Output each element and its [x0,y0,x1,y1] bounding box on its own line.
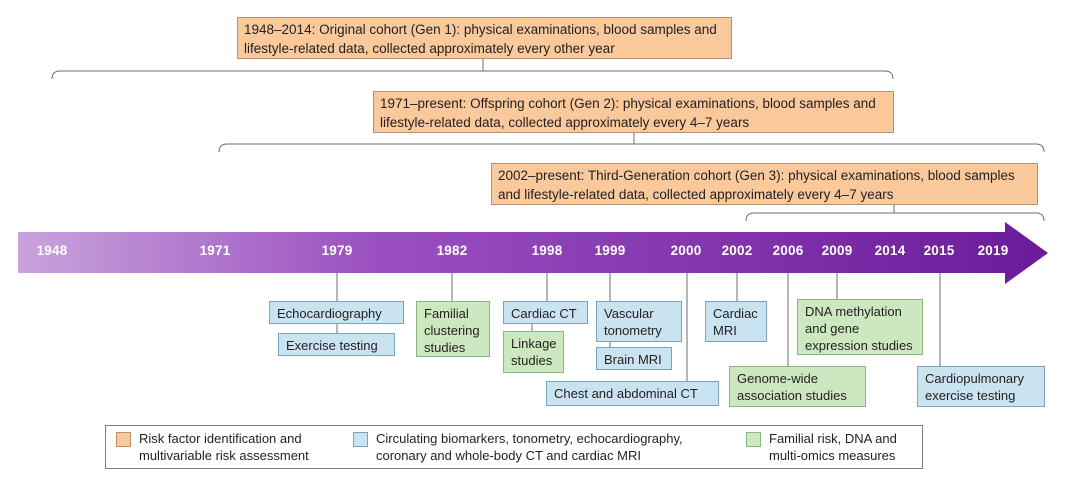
gen1-bracket [51,70,894,80]
cardiac-mri-label: Cardiac MRI [713,306,758,338]
year-1982: 1982 [436,243,468,258]
familial-clustering-label: Familial clustering studies [424,306,480,355]
legend-swatch-orange [116,432,131,447]
year-2015: 2015 [923,243,955,258]
year-2009: 2009 [821,243,853,258]
chest-abdominal-ct-label: Chest and abdominal CT [554,386,698,401]
cardiac-ct-label: Cardiac CT [511,306,577,321]
year-1971: 1971 [199,243,231,258]
chest-abdominal-ct-box: Chest and abdominal CT [546,381,719,406]
legend-text-blue: Circulating biomarkers, tonometry, echoc… [376,431,683,463]
vascular-tonometry-label: Vascular tonometry [604,306,662,338]
dna-methylation-box: DNA methylation and gene expression stud… [797,299,923,355]
brain-mri-label: Brain MRI [604,352,662,367]
echocardiography-label: Echocardiography [277,306,382,321]
gen1-cohort-box: 1948–2014: Original cohort (Gen 1): phys… [237,17,732,59]
linkage-studies-label: Linkage studies [511,336,557,368]
year-1948: 1948 [36,243,68,258]
year-2002: 2002 [721,243,753,258]
legend-text-green: Familial risk, DNA and multi-omics measu… [769,431,897,463]
legend-swatch-green [746,432,761,447]
linkage-studies-box: Linkage studies [503,331,564,373]
gen1-cohort-text: 1948–2014: Original cohort (Gen 1): phys… [244,22,717,56]
exercise-testing-box: Exercise testing [278,333,395,356]
legend-swatch-blue [353,432,368,447]
year-2006: 2006 [772,243,804,258]
familial-clustering-box: Familial clustering studies [416,301,490,357]
vascular-tonometry-box: Vascular tonometry [596,301,682,342]
year-1998: 1998 [531,243,563,258]
gen2-cohort-box: 1971–present: Offspring cohort (Gen 2): … [373,91,894,133]
gen3-cohort-box: 2002–present: Third-Generation cohort (G… [491,163,1038,205]
exercise-testing-label: Exercise testing [286,338,378,353]
gen3-bracket [745,212,1045,222]
gen2-cohort-text: 1971–present: Offspring cohort (Gen 2): … [380,96,876,130]
year-1979: 1979 [321,243,353,258]
cardiac-mri-box: Cardiac MRI [705,301,767,342]
echocardiography-box: Echocardiography [269,301,404,324]
brain-mri-box: Brain MRI [596,347,672,370]
legend: Risk factor identification and multivari… [105,425,923,469]
gen2-bracket [218,143,1045,153]
year-2000: 2000 [670,243,702,258]
gen3-cohort-text: 2002–present: Third-Generation cohort (G… [498,168,1015,202]
cardiopulmonary-label: Cardiopulmonary exercise testing [925,371,1024,403]
gwas-box: Genome-wide association studies [729,366,866,407]
gwas-label: Genome-wide association studies [737,371,847,403]
cardiopulmonary-box: Cardiopulmonary exercise testing [917,366,1045,407]
cardiac-ct-box: Cardiac CT [503,301,588,324]
year-2019: 2019 [977,243,1009,258]
legend-text-orange: Risk factor identification and multivari… [139,431,309,463]
dna-methylation-label: DNA methylation and gene expression stud… [805,304,913,353]
year-2014: 2014 [874,243,906,258]
year-1999: 1999 [594,243,626,258]
